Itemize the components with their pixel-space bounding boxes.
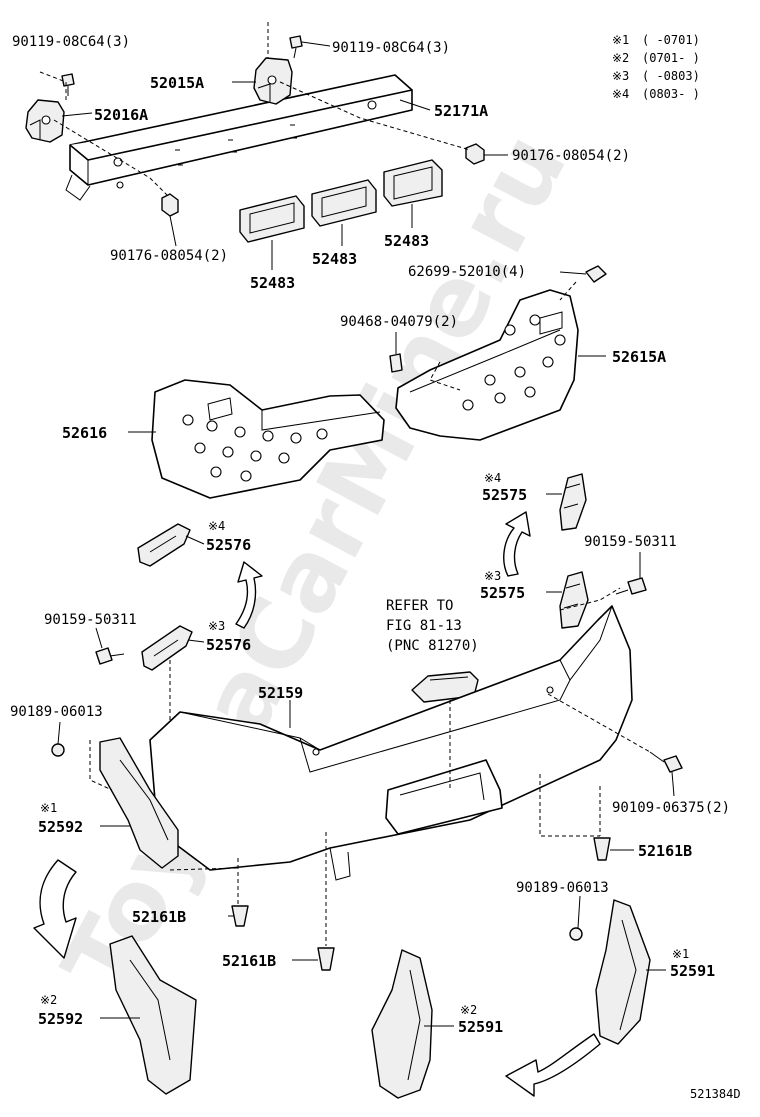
label-52016a: 52016A — [94, 106, 148, 124]
absorber-52616 — [151, 379, 385, 499]
bracket-52576-lower — [141, 625, 193, 671]
mark-52591-upper: ※1 — [672, 947, 689, 961]
diagram-id: 521384D — [690, 1087, 741, 1101]
screw-90189-right — [569, 927, 583, 941]
label-52615a: 52615A — [612, 348, 666, 366]
reference-line-3: (PNC 81270) — [386, 638, 479, 654]
arrow-down-left — [33, 859, 77, 959]
bracket-52575-upper — [559, 473, 587, 531]
mark-52575-upper: ※4 — [484, 471, 501, 485]
mudguard-52591-lower — [371, 949, 433, 1099]
mark-52575-lower: ※3 — [484, 569, 501, 583]
nut-90176-right — [465, 143, 485, 165]
mudguard-52592-lower — [109, 935, 197, 1095]
label-52575-lower: 52575 — [480, 584, 525, 602]
footnote-3-mark: ※3 — [612, 69, 629, 83]
label-52576-lower: 52576 — [206, 636, 251, 654]
clip-62699 — [585, 265, 607, 283]
footnote-2-mark: ※2 — [612, 51, 629, 65]
mark-52576-upper: ※4 — [208, 519, 225, 533]
label-52483-c: 52483 — [384, 232, 429, 250]
label-90159-50311-right: 90159-50311 — [584, 534, 677, 550]
mark-52592-lower: ※2 — [40, 993, 57, 1007]
bracket-52015a — [253, 57, 293, 105]
absorber-52483-c — [383, 159, 443, 207]
footnote-1-mark: ※1 — [612, 33, 629, 47]
label-90119-08c64-right: 90119-08C64(3) — [332, 40, 450, 56]
bolt-90159-left — [95, 647, 125, 665]
label-90109-06375: 90109-06375(2) — [612, 800, 730, 816]
footnote-4-mark: ※4 — [612, 87, 629, 101]
bolt-90119-right — [289, 35, 303, 59]
mark-52576-lower: ※3 — [208, 619, 225, 633]
arrow-lower-right — [505, 1033, 601, 1097]
label-90176-08054-right: 90176-08054(2) — [512, 148, 630, 164]
arrow-up-left — [235, 561, 263, 629]
label-90468-04079: 90468-04079(2) — [340, 314, 458, 330]
label-52592-upper: 52592 — [38, 818, 83, 836]
mark-52591-lower: ※2 — [460, 1003, 477, 1017]
label-52591-lower: 52591 — [458, 1018, 503, 1036]
label-52161b-bottom: 52161B — [222, 952, 276, 970]
label-52171a: 52171A — [434, 102, 488, 120]
label-90159-50311-left: 90159-50311 — [44, 612, 137, 628]
label-90119-08c64-left: 90119-08C64(3) — [12, 34, 130, 50]
footnote-3-range: ( -0803) — [642, 69, 700, 83]
clip-52161b-right — [593, 837, 611, 861]
footnote-1-range: ( -0701) — [642, 33, 700, 47]
license-lamp — [411, 671, 479, 703]
clip-90468 — [389, 353, 403, 373]
bolt-90109 — [649, 751, 683, 773]
footnote-2-range: (0701- ) — [642, 51, 700, 65]
label-62699-52010: 62699-52010(4) — [408, 264, 526, 280]
bolt-90159-right — [615, 577, 647, 595]
label-52592-lower: 52592 — [38, 1010, 83, 1028]
reference-line-1: REFER TO — [386, 598, 453, 614]
nut-90176-left — [161, 193, 179, 217]
absorber-52615a — [395, 289, 579, 441]
bracket-52575-lower — [559, 571, 589, 629]
footnote-4-range: (0803- ) — [642, 87, 700, 101]
label-52161b-right: 52161B — [638, 842, 692, 860]
screw-90189-left — [51, 743, 65, 757]
label-52575-upper: 52575 — [482, 486, 527, 504]
label-52616: 52616 — [62, 424, 107, 442]
assembly-lines — [39, 22, 651, 946]
label-52161b-mid: 52161B — [132, 908, 186, 926]
label-52015a: 52015A — [150, 74, 204, 92]
bolt-90119-left — [61, 73, 75, 96]
label-90176-08054-left: 90176-08054(2) — [110, 248, 228, 264]
clip-52161b-mid — [231, 905, 249, 927]
arrow-up-right — [503, 511, 531, 577]
absorber-52483-b — [311, 179, 377, 227]
footnote-legend: ※1 ( -0701) ※2 (0701- ) ※3 ( -0803) ※4 (… — [612, 33, 700, 101]
reference-line-2: FIG 81-13 — [386, 618, 462, 634]
bracket-52576-upper — [137, 523, 191, 567]
bracket-52016a — [25, 99, 65, 143]
clip-52161b-bottom — [317, 947, 335, 971]
label-52159: 52159 — [258, 684, 303, 702]
label-90189-06013-left: 90189-06013 — [10, 704, 103, 720]
absorber-52483-a — [239, 195, 305, 243]
bumper-cover-52159 — [149, 605, 633, 881]
label-52483-a: 52483 — [250, 274, 295, 292]
label-90189-06013-right: 90189-06013 — [516, 880, 609, 896]
label-52591-upper: 52591 — [670, 962, 715, 980]
reinforcement-52171a — [65, 74, 413, 201]
part-labels: 90119-08C64(3) 90119-08C64(3) 52015A 520… — [10, 34, 741, 1101]
label-52483-b: 52483 — [312, 250, 357, 268]
mark-52592-upper: ※1 — [40, 801, 57, 815]
mudguard-52591-upper — [595, 899, 651, 1045]
leader-lines — [57, 41, 675, 1027]
mudguard-52592-upper — [99, 737, 179, 869]
label-52576-upper: 52576 — [206, 536, 251, 554]
